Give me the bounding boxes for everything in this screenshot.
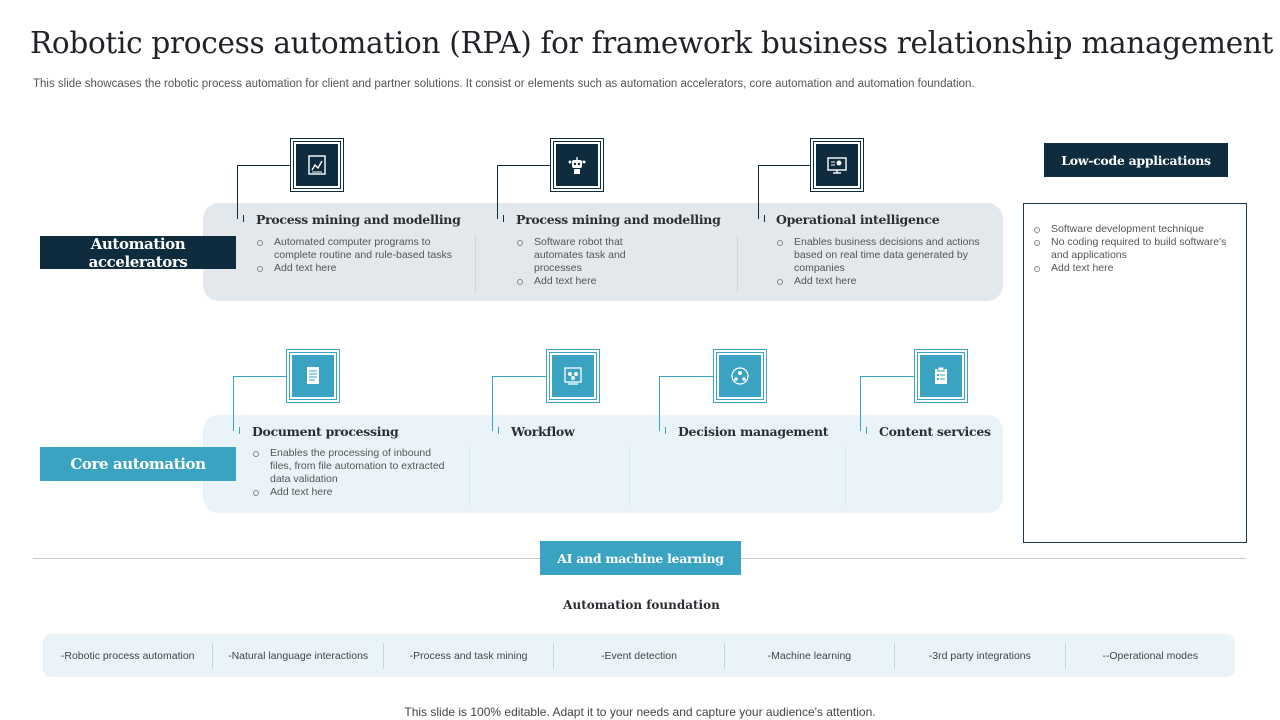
- list-item: Add text here: [1032, 262, 1237, 275]
- core-title-3: Decision management: [678, 424, 829, 439]
- core-title-1: Document processing: [252, 424, 399, 439]
- low-code-applications-box: Software development technique No coding…: [1023, 203, 1247, 543]
- divider: [845, 445, 846, 505]
- accelerator-title-3: Operational intelligence: [776, 212, 940, 227]
- clipboard-icon: [914, 349, 968, 403]
- connector-line: [860, 376, 915, 431]
- list-item: Enables the processing of inbound files,…: [251, 447, 451, 486]
- accelerator-title-2: Process mining and modelling: [516, 212, 721, 227]
- list-item: Software robot that automates task and p…: [515, 236, 633, 275]
- monitor-bulb-icon: [810, 138, 864, 192]
- list-item: Add text here: [251, 486, 451, 499]
- connector-line: [497, 165, 551, 219]
- connector-line: [233, 376, 287, 431]
- list-item: No coding required to build software's a…: [1032, 236, 1237, 262]
- list-item: Automated computer programs to complete …: [255, 236, 455, 262]
- connector-tick: [866, 427, 867, 434]
- low-code-applications-label: Low-code applications: [1044, 143, 1228, 177]
- page-subtitle: This slide showcases the robotic process…: [33, 78, 975, 90]
- low-code-bullets: Software development technique No coding…: [1032, 223, 1237, 275]
- core-automation-label: Core automation: [40, 447, 236, 481]
- page-title: Robotic process automation (RPA) for fra…: [30, 26, 1274, 60]
- connector-tick: [243, 215, 244, 222]
- ai-machine-learning-label: AI and machine learning: [540, 541, 741, 575]
- chart-document-icon: [290, 138, 344, 192]
- foundation-item: -Natural language interactions: [213, 642, 384, 669]
- list-item: Software development technique: [1032, 223, 1237, 236]
- connector-tick: [498, 427, 499, 434]
- automation-accelerators-label: Automation accelerators: [40, 235, 236, 271]
- connector-line: [758, 165, 811, 219]
- foundation-item: --Operational modes: [1102, 649, 1199, 662]
- connector-line: [659, 376, 714, 431]
- automation-foundation-title: Automation foundation: [563, 598, 720, 612]
- list-item: Enables business decisions and actions b…: [775, 236, 990, 275]
- foundation-item: -Machine learning: [725, 642, 896, 669]
- foundation-item: -Event detection: [554, 642, 725, 669]
- accelerator-title-1: Process mining and modelling: [256, 212, 461, 227]
- core-title-4: Content services: [879, 424, 991, 439]
- document-icon: [286, 349, 340, 403]
- accelerators-panel: [203, 203, 1003, 301]
- divider: [475, 235, 476, 293]
- accelerator-bullets-3: Enables business decisions and actions b…: [775, 236, 990, 288]
- connector-tick: [764, 215, 765, 222]
- accelerator-bullets-2: Software robot that automates task and p…: [515, 236, 633, 288]
- list-item: Add text here: [515, 275, 633, 288]
- connector-tick: [239, 427, 240, 434]
- people-network-icon: [713, 349, 767, 403]
- core-title-2: Workflow: [511, 424, 575, 439]
- core-bullets-1: Enables the processing of inbound files,…: [251, 447, 451, 499]
- connector-tick: [503, 215, 504, 222]
- robot-icon: [550, 138, 604, 192]
- list-item: Add text here: [255, 262, 455, 275]
- team-workflow-icon: [546, 349, 600, 403]
- connector-line: [237, 165, 291, 219]
- foundation-item: -Robotic process automation: [43, 642, 214, 669]
- divider: [469, 445, 470, 505]
- foundation-item: -Process and task mining: [384, 642, 555, 669]
- divider: [629, 445, 630, 505]
- connector-line: [492, 376, 547, 431]
- connector-tick: [665, 427, 666, 434]
- divider: [737, 235, 738, 293]
- list-item: Add text here: [775, 275, 990, 288]
- core-automation-panel: [203, 415, 1003, 513]
- foundation-item: -3rd party integrations: [895, 642, 1066, 669]
- automation-foundation-bar: -Robotic process automation -Natural lan…: [43, 634, 1235, 677]
- accelerator-bullets-1: Automated computer programs to complete …: [255, 236, 455, 275]
- footer-note: This slide is 100% editable. Adapt it to…: [404, 705, 876, 719]
